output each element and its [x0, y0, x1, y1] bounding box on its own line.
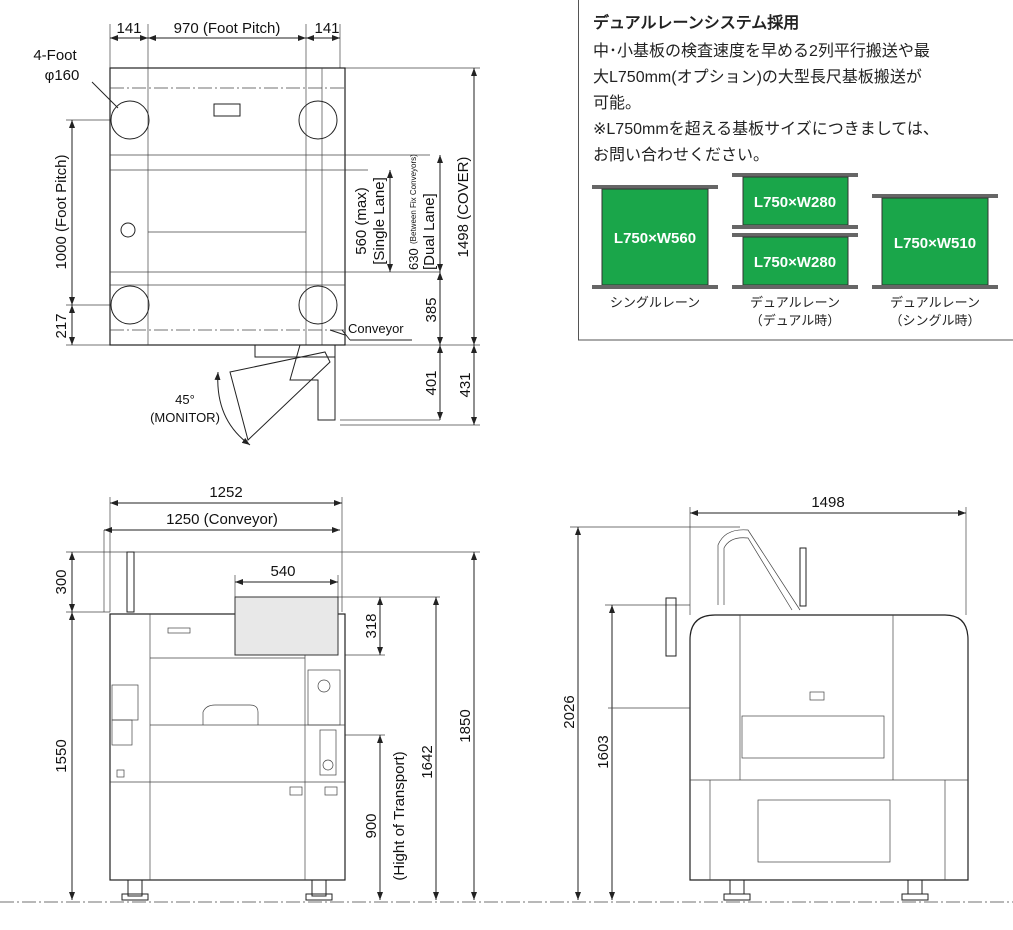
dim-318: 318 — [363, 613, 380, 638]
info-line: お問い合わせください。 — [593, 146, 769, 164]
dim-1850: 1850 — [457, 709, 474, 742]
foot-circles — [110, 100, 338, 325]
dim-217: 217 — [53, 313, 70, 338]
dim-540: 540 — [270, 563, 295, 580]
side-view: 1498 2026 1603 — [561, 494, 969, 901]
dim-foot-pitch-y: 1000 (Foot Pitch) — [53, 154, 70, 269]
side-monitor — [665, 597, 677, 657]
dual-lane-info-box: デュアルレーンシステム採用 中･小基板の検査速度を早める2列平行搬送や最 大L7… — [578, 0, 1013, 341]
dim-630: 630 — [406, 248, 421, 270]
dim-1603: 1603 — [595, 735, 612, 768]
caption-dual-single: デュアルレーン — [890, 295, 980, 310]
board-size-dual-single: L750×W510 — [894, 235, 976, 252]
info-line: ※L750mmを超える基板サイズにつきましては、 — [593, 120, 939, 138]
dim-1250-conveyor: 1250 (Conveyor) — [166, 511, 278, 528]
board-dual-single: L750×W510 — [872, 194, 998, 289]
signal-tower — [126, 551, 135, 613]
dim-560-max: 560 (max) — [353, 187, 370, 255]
dim-300: 300 — [53, 569, 70, 594]
caption-dual-single-mode: （シングル時） — [889, 313, 980, 328]
info-title: デュアルレーンシステム採用 — [593, 13, 799, 32]
dim-630-note: (Between Fix Conveyors) — [409, 154, 418, 244]
front-view: 1252 1250 (Conveyor) 540 318 300 1550 90… — [53, 484, 480, 901]
dim-1252: 1252 — [209, 484, 242, 501]
side-signal-tower — [799, 547, 807, 607]
dim-2026: 2026 — [561, 695, 578, 728]
caption-dual-mode: （デュアル時） — [750, 313, 841, 328]
monitor-angle: 45° — [175, 392, 195, 407]
knob-icon — [120, 222, 136, 238]
conveyor-label: Conveyor — [348, 321, 404, 336]
board-single-lane: L750×W560 — [592, 185, 718, 289]
info-line: 中･小基板の検査速度を早める2列平行搬送や最 — [593, 42, 930, 60]
info-line: 可能。 — [593, 94, 641, 112]
board-size-single: L750×W560 — [614, 230, 696, 247]
dim-141-left: 141 — [116, 20, 141, 37]
dim-1498-cover: 1498 (COVER) — [455, 157, 472, 258]
board-size-dual-bottom: L750×W280 — [754, 254, 836, 271]
monitor-swing — [214, 329, 346, 446]
dim-1550: 1550 — [53, 739, 70, 772]
caption-dual: デュアルレーン — [750, 295, 840, 310]
plan-view: 141 970 (Foot Pitch) 141 4-Foot φ160 100… — [33, 20, 480, 446]
dim-1498: 1498 — [811, 494, 844, 511]
dim-630-dual-lane: [Dual Lane] — [421, 193, 438, 270]
dim-560-single-lane: [Single Lane] — [371, 177, 388, 265]
foot-label-line2: φ160 — [45, 67, 80, 84]
dim-1642: 1642 — [419, 745, 436, 778]
transport-height-label: (Hight of Transport) — [391, 751, 408, 880]
info-line: 大L750mm(オプション)の大型長尺基板搬送が — [593, 68, 922, 86]
dim-385: 385 — [423, 297, 440, 322]
dim-431: 431 — [457, 372, 474, 397]
dim-900: 900 — [363, 813, 380, 838]
monitor — [234, 596, 339, 656]
board-size-dual-top: L750×W280 — [754, 194, 836, 211]
dim-401: 401 — [423, 370, 440, 395]
foot-label-line1: 4-Foot — [33, 47, 77, 64]
board-dual-lane: L750×W280 L750×W280 — [732, 173, 858, 289]
dim-foot-pitch-x: 970 (Foot Pitch) — [174, 20, 281, 37]
dim-141-right: 141 — [314, 20, 339, 37]
machine-side-outline — [689, 614, 969, 881]
caption-single: シングルレーン — [610, 295, 700, 310]
machine-top-outline — [109, 67, 346, 346]
top-label-plate — [213, 103, 241, 117]
monitor-label: (MONITOR) — [150, 410, 220, 425]
